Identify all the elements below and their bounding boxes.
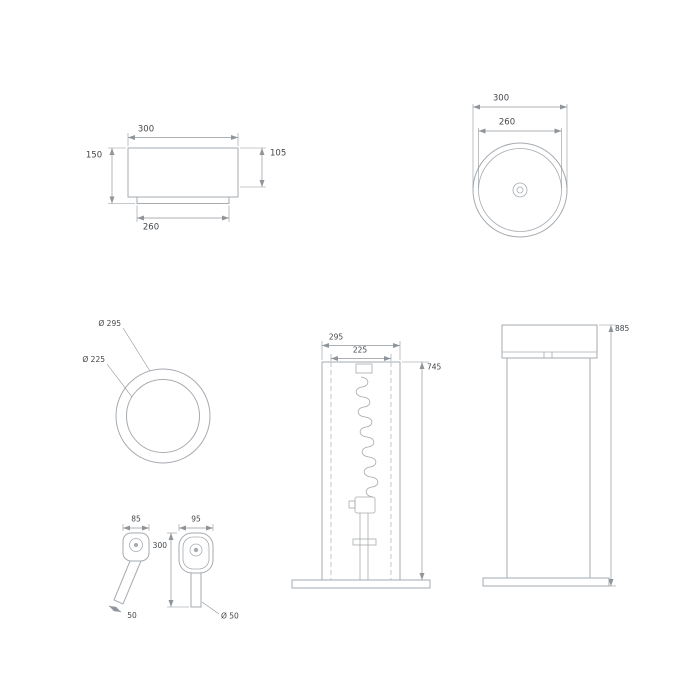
dim-label-pedestal-outer-width: 295 bbox=[329, 333, 344, 342]
drain-center-circle bbox=[516, 186, 524, 194]
view-pedestal-side: 885 bbox=[482, 324, 630, 587]
pipe-flange bbox=[352, 538, 377, 546]
dim-label-handle-end-diameter: 50 bbox=[127, 611, 137, 620]
base-plate-side bbox=[482, 577, 610, 587]
trap-outlet bbox=[348, 500, 356, 509]
dim-label-plan-inner-diameter: 260 bbox=[499, 118, 515, 128]
pedestal-column-side-outline bbox=[506, 357, 591, 579]
shower-face-dot bbox=[134, 543, 138, 547]
dim-label-pedestal-inner-width: 225 bbox=[353, 346, 368, 355]
basin-top-outline bbox=[501, 324, 598, 359]
drain-circle bbox=[512, 182, 528, 198]
leader-line-inner bbox=[106, 363, 133, 398]
basin-base-outline bbox=[136, 197, 230, 204]
shower-face-circle bbox=[129, 538, 143, 552]
mixer-control-dot bbox=[193, 547, 199, 553]
dim-label-ring-inner-diameter: Ø 225 bbox=[82, 355, 105, 364]
ring-inner-circle bbox=[126, 379, 200, 453]
view-basin-side: 300 150 105 260 bbox=[86, 125, 286, 233]
view-basin-plan: 300 260 bbox=[472, 94, 568, 238]
mixer-stem-outline bbox=[190, 572, 202, 608]
base-plate bbox=[291, 579, 431, 589]
view-mixer: 95 300 Ø 50 bbox=[153, 515, 239, 621]
hose-connector bbox=[355, 363, 373, 374]
basin-outer-circle bbox=[472, 142, 568, 238]
view-hand-shower: 85 50 bbox=[108, 515, 150, 620]
ring-outer-circle bbox=[115, 368, 211, 464]
dim-label-plan-outer-diameter: 300 bbox=[493, 94, 509, 104]
dim-label-total-height: 885 bbox=[615, 324, 630, 333]
leader-line-outer bbox=[122, 327, 151, 372]
dim-label-mixer-height: 300 bbox=[153, 541, 168, 550]
dim-label-basin-body-height: 105 bbox=[270, 149, 286, 159]
basin-body-outline bbox=[127, 147, 239, 198]
flexible-hose-coil bbox=[355, 376, 379, 498]
pedestal-column-outline bbox=[321, 361, 401, 581]
view-pedestal-front: 295 225 745 bbox=[291, 333, 442, 589]
dim-label-stem-diameter: Ø 50 bbox=[221, 612, 239, 621]
dim-label-basin-top-width: 300 bbox=[138, 125, 154, 135]
leader-line-stem bbox=[201, 601, 220, 615]
mixer-control-circle bbox=[189, 543, 203, 557]
dim-line-handle-end bbox=[108, 605, 122, 613]
mixer-body-inner bbox=[182, 536, 210, 570]
dim-label-mixer-width: 95 bbox=[191, 515, 201, 524]
dim-label-basin-bottom-width: 260 bbox=[143, 223, 159, 233]
basin-inner-circle bbox=[478, 148, 562, 232]
view-basin-ring: Ø 295 Ø 225 bbox=[82, 319, 211, 464]
shower-handle-outline bbox=[113, 560, 142, 605]
dim-label-ring-outer-diameter: Ø 295 bbox=[98, 319, 121, 328]
waste-trap bbox=[354, 496, 376, 514]
dim-label-basin-total-height: 150 bbox=[86, 151, 102, 161]
dim-label-column-height: 745 bbox=[427, 363, 442, 372]
dim-label-shower-head-width: 85 bbox=[131, 515, 141, 524]
mixer-body-outline bbox=[178, 532, 214, 574]
